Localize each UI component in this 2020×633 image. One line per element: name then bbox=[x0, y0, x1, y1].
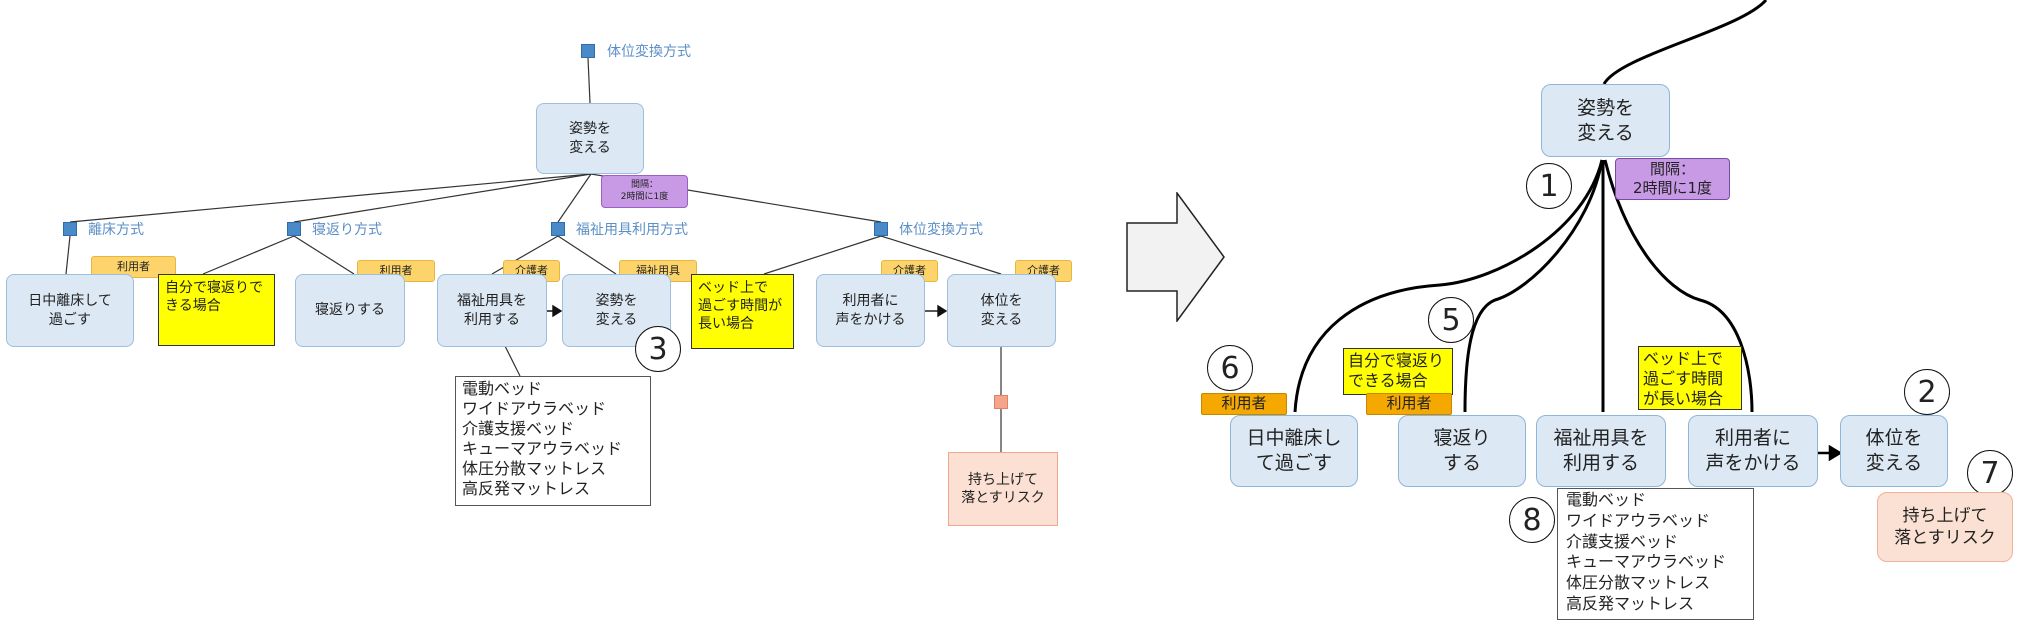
method-marker-fukushi bbox=[551, 222, 565, 236]
interval-badge: 間隔： 2時間に1度 bbox=[601, 175, 688, 208]
root-method-marker bbox=[581, 44, 595, 58]
step-number-5: 5 bbox=[1428, 297, 1474, 343]
node-negaeri: 寝返りする bbox=[295, 274, 405, 347]
right-tag-riyousha-1: 利用者 bbox=[1201, 393, 1287, 415]
right-node-negaeri: 寝返り する bbox=[1398, 415, 1526, 487]
risk-marker bbox=[994, 395, 1008, 409]
root-method-label: 体位変換方式 bbox=[607, 44, 691, 60]
node-rishou: 日中離床して 過ごす bbox=[6, 274, 134, 347]
tag-riyousha-1: 利用者 bbox=[91, 256, 176, 278]
node-fukushi: 福祉用具を 利用する bbox=[437, 274, 547, 347]
right-risk-node: 持ち上げて 落とすリスク bbox=[1877, 492, 2013, 562]
right-node-rishou: 日中離床し て過ごす bbox=[1230, 415, 1358, 487]
right-tag-riyousha-2: 利用者 bbox=[1366, 393, 1452, 415]
transform-arrow bbox=[1126, 192, 1225, 322]
method-label-rishou: 離床方式 bbox=[88, 222, 144, 238]
method-label-fukushi: 福祉用具利用方式 bbox=[576, 222, 688, 238]
tag-kaigosha-2: 介護者 bbox=[881, 260, 938, 282]
right-node-koe: 利用者に 声をかける bbox=[1688, 415, 1818, 487]
note-negaeri: 自分で寝返りで きる場合 bbox=[158, 274, 275, 346]
right-node-fukushi: 福祉用具を 利用する bbox=[1536, 415, 1666, 487]
right-root-node: 姿勢を 変える bbox=[1541, 84, 1670, 157]
right-interval-badge: 間隔： 2時間に1度 bbox=[1615, 158, 1730, 200]
root-node-change-posture: 姿勢を 変える bbox=[536, 103, 644, 174]
step-number-8: 8 bbox=[1509, 497, 1555, 543]
risk-node: 持ち上げて 落とすリスク bbox=[948, 452, 1058, 526]
node-taii: 体位を 変える bbox=[947, 274, 1056, 347]
right-node-taii: 体位を 変える bbox=[1840, 415, 1948, 487]
step-number-2: 2 bbox=[1904, 369, 1950, 415]
equipment-list: 電動ベッド ワイドアウラベッド 介護支援ベッド キューマアウラベッド 体圧分散マ… bbox=[455, 376, 651, 506]
step-number-3: 3 bbox=[635, 326, 681, 372]
right-equipment-list: 電動ベッド ワイドアウラベッド 介護支援ベッド キューマアウラベッド 体圧分散マ… bbox=[1557, 488, 1754, 620]
step-number-6: 6 bbox=[1207, 345, 1253, 391]
method-label-taii: 体位変換方式 bbox=[899, 222, 983, 238]
method-marker-taii bbox=[874, 222, 888, 236]
method-marker-negaeri bbox=[287, 222, 301, 236]
step-number-1: 1 bbox=[1526, 163, 1572, 209]
note-bed: ベッド上で 過ごす時間が 長い場合 bbox=[691, 274, 794, 349]
step-number-7: 7 bbox=[1967, 450, 2013, 496]
method-marker-rishou bbox=[63, 222, 77, 236]
right-note-bed: ベッド上で 過ごす時間 が長い場合 bbox=[1638, 346, 1742, 410]
right-note-negaeri: 自分で寝返り できる場合 bbox=[1343, 348, 1453, 395]
method-label-negaeri: 寝返り方式 bbox=[312, 222, 382, 238]
node-koe: 利用者に 声をかける bbox=[816, 274, 925, 347]
